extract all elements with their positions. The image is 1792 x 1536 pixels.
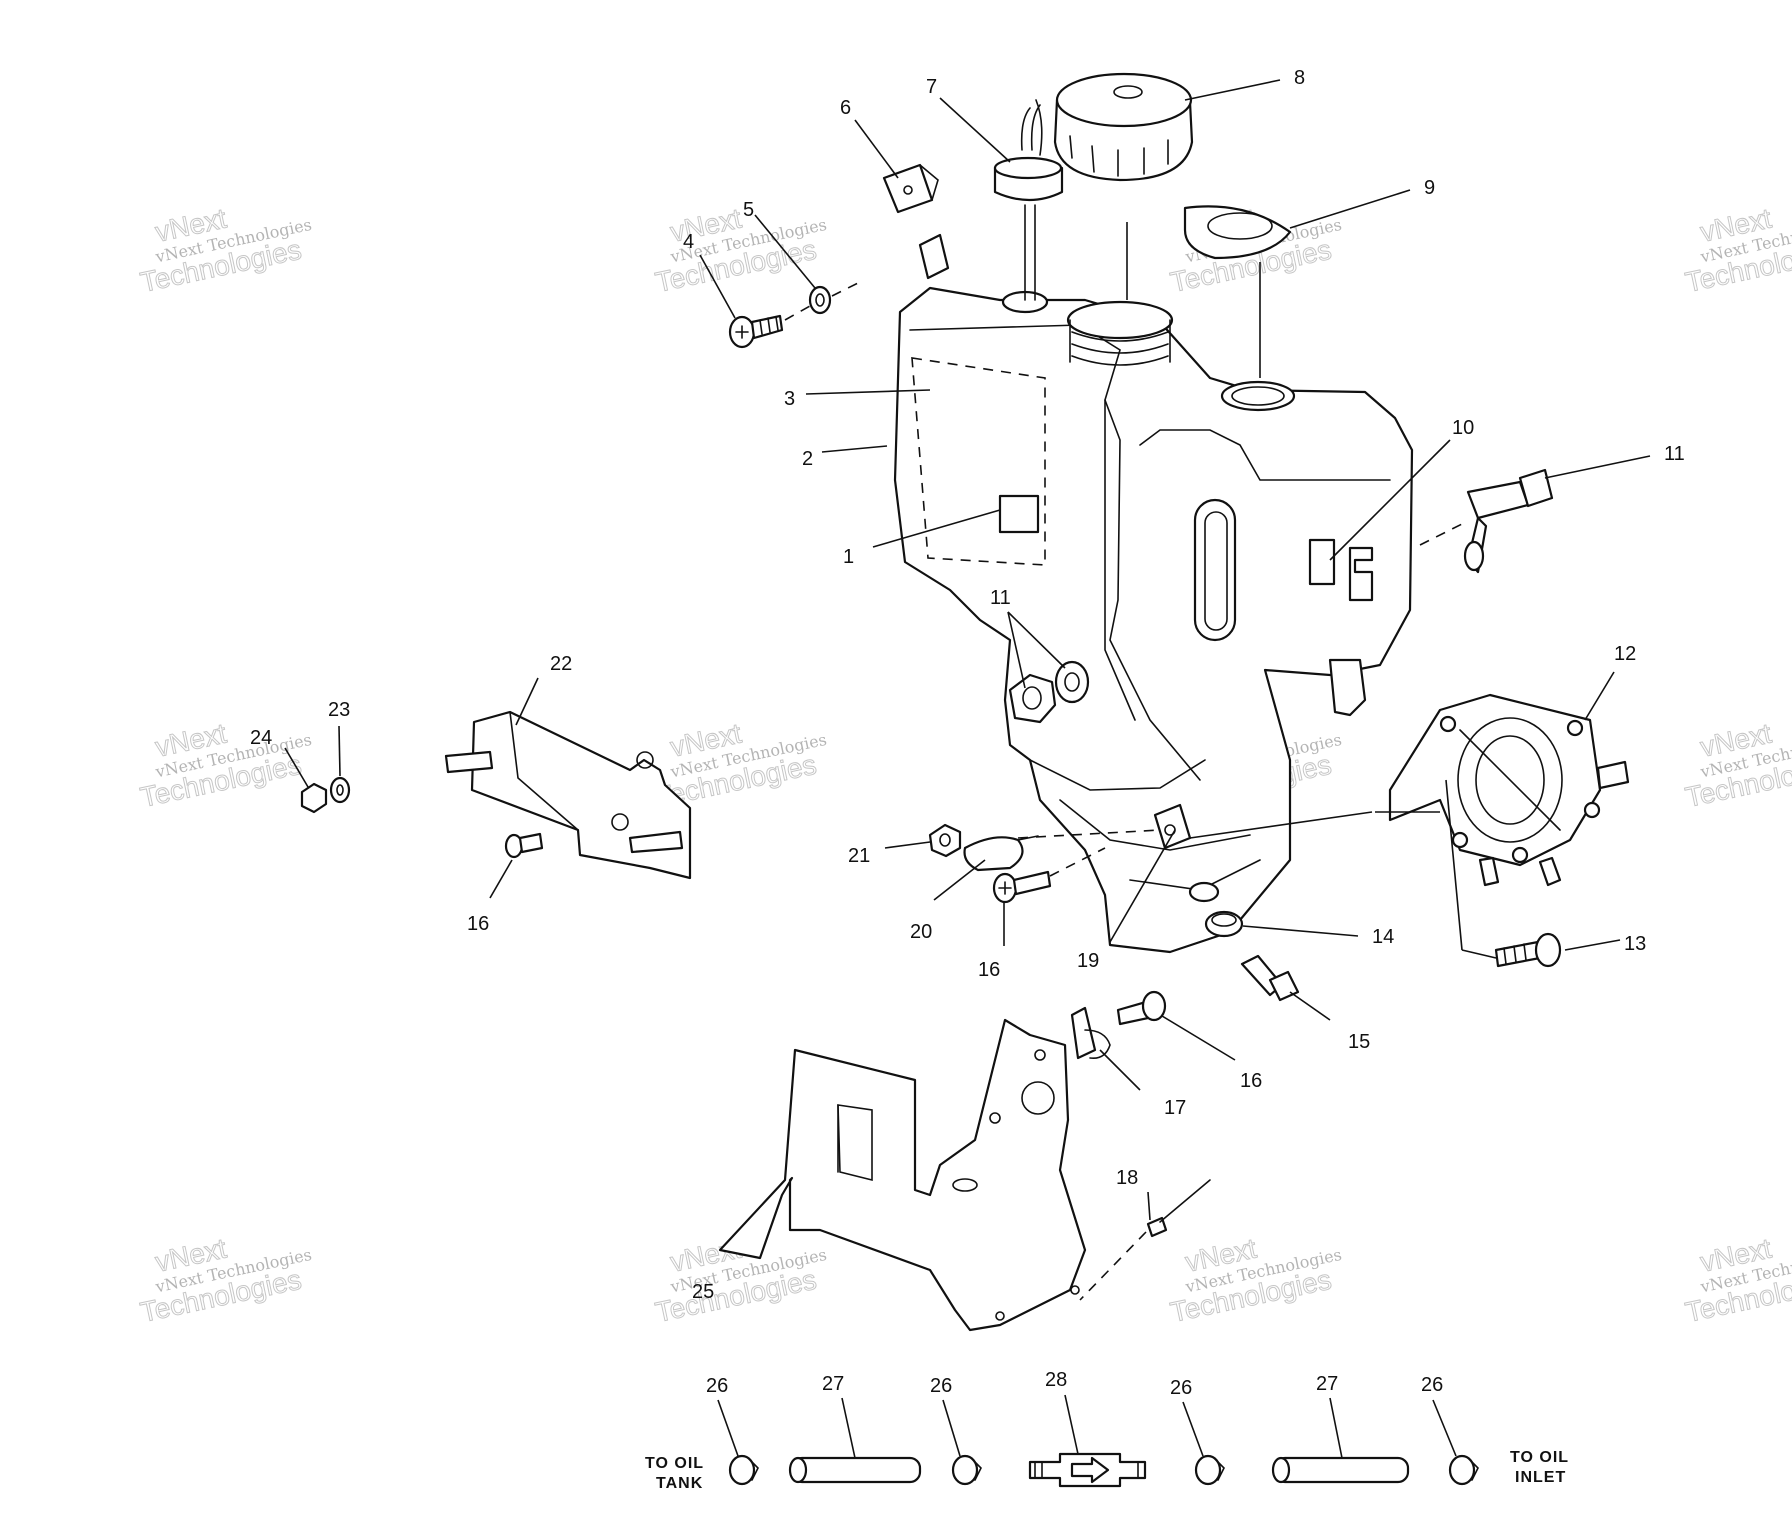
callout-5: 5 [743, 199, 754, 221]
oil-tank [893, 233, 1414, 954]
callout-4: 4 [683, 231, 694, 253]
clip-6 [882, 163, 939, 214]
callout-22: 22 [550, 653, 572, 675]
tank-cap [1053, 72, 1194, 182]
hose-27-a [788, 1456, 922, 1484]
cap-gasket [1183, 205, 1292, 260]
callout-13: 13 [1624, 933, 1646, 955]
callout-21: 21 [848, 845, 870, 867]
rivet-18 [1146, 1179, 1211, 1238]
callout-19: 19 [1077, 950, 1099, 972]
clamp-20 [963, 835, 1039, 872]
callout-26-b: 26 [930, 1375, 952, 1397]
watermark: vNext vNext Technologies Technologies [1682, 202, 1792, 298]
hose-notes: TO OIL TANK TO OIL INLET [645, 1449, 1569, 1492]
callout-15: 15 [1348, 1031, 1370, 1053]
to-oil-inlet-label: TO OIL [1510, 1449, 1569, 1466]
screw-16-left [504, 832, 544, 859]
callout-6: 6 [840, 97, 851, 119]
callout-3: 3 [784, 388, 795, 410]
callout-16-left: 16 [467, 913, 489, 935]
callout-28: 28 [1045, 1369, 1067, 1391]
mount-bracket-25 [718, 1018, 1087, 1332]
screw-13 [1494, 932, 1562, 968]
callout-20: 20 [910, 921, 932, 943]
callout-2: 2 [802, 448, 813, 470]
clip-17 [1070, 1006, 1111, 1060]
callout-16-center: 16 [978, 959, 1000, 981]
washer-23 [329, 776, 351, 804]
watermark: vNext vNext Technologies Technologies [1167, 1232, 1343, 1328]
callout-24: 24 [250, 727, 272, 749]
fitting-11 [1463, 468, 1554, 574]
level-sensor [993, 99, 1064, 301]
callout-18: 18 [1116, 1167, 1138, 1189]
callout-11-left: 11 [990, 587, 1011, 609]
clamp-26-d [1448, 1454, 1479, 1486]
to-oil-tank-label-2: TANK [656, 1475, 703, 1492]
callout-17: 17 [1164, 1097, 1186, 1119]
fitting-15 [1240, 954, 1300, 1002]
callout-14: 14 [1372, 926, 1394, 948]
callout-27-a: 27 [822, 1373, 844, 1395]
filter-28 [1028, 1452, 1147, 1488]
oil-pump [1388, 693, 1630, 887]
bracket-22 [444, 710, 692, 880]
callout-9: 9 [1424, 177, 1435, 199]
watermark: vNext vNext Technologies Technologies [137, 202, 313, 298]
clamp-26-c [1194, 1454, 1225, 1486]
callout-23: 23 [328, 699, 350, 721]
callout-25: 25 [692, 1281, 714, 1303]
screw-16-lower [1116, 990, 1167, 1026]
watermark: vNext vNext Technologies Technologies [1682, 1232, 1792, 1328]
callout-26-c: 26 [1170, 1377, 1192, 1399]
clamp-26-a [728, 1454, 759, 1486]
callout-7: 7 [926, 76, 937, 98]
watermark: vNext vNext Technologies Technologies [1682, 717, 1792, 813]
callout-27-b: 27 [1316, 1373, 1338, 1395]
callout-8: 8 [1294, 67, 1305, 89]
callout-26-a: 26 [706, 1375, 728, 1397]
hose-27-b [1271, 1456, 1410, 1484]
grommet-14 [1204, 910, 1244, 938]
watermark: vNext vNext Technologies Technologies [652, 202, 828, 298]
callout-10: 10 [1452, 417, 1474, 439]
washer-5 [808, 285, 832, 315]
screw-4 [728, 314, 784, 349]
callout-26-d: 26 [1421, 1374, 1443, 1396]
nut-24 [300, 782, 328, 814]
callout-1: 1 [843, 546, 854, 568]
to-oil-inlet-label-2: INLET [1515, 1469, 1566, 1486]
callout-labels: 1 2 3 4 5 6 7 8 9 10 11 11 12 13 14 15 1… [250, 67, 1685, 1399]
to-oil-tank-label: TO OIL [645, 1455, 704, 1472]
clamp-26-b [951, 1454, 982, 1486]
callout-12: 12 [1614, 643, 1636, 665]
nut-21 [928, 823, 962, 858]
callout-11-right: 11 [1664, 443, 1685, 465]
leader-lines [284, 79, 1651, 1459]
watermark: vNext vNext Technologies Technologies [137, 1232, 313, 1328]
nut-washer-11 [1008, 660, 1090, 724]
screw-16-center [992, 870, 1052, 904]
callout-16-lower: 16 [1240, 1070, 1262, 1092]
